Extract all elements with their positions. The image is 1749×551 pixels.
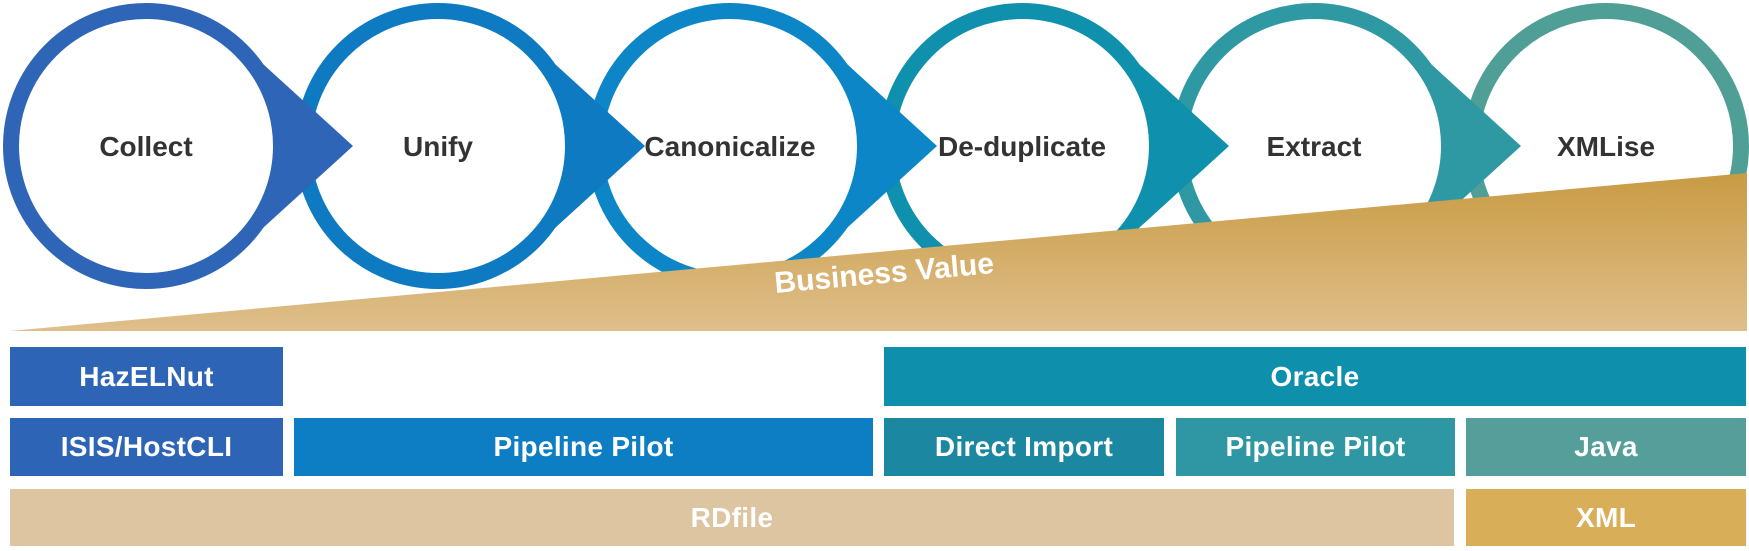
business-value-wedge <box>10 173 1747 331</box>
pipeline-stages-graphic: Collect Unify Canonicalize De-duplicate Extr… <box>3 3 1749 331</box>
layer-bar-row2-0: ISIS/HostCLI <box>10 418 283 476</box>
stage-label-3: De-duplicate <box>938 131 1106 162</box>
stage-arrow-icon-2 <box>825 44 937 248</box>
layer-bar-row2-2: Direct Import <box>884 418 1164 476</box>
stage-label-0: Collect <box>99 131 192 162</box>
stage-arrow-icon-1 <box>533 44 645 248</box>
layer-bar-row1-0: HazELNut <box>10 347 283 406</box>
stage-label-1: Unify <box>403 131 473 162</box>
layer-bar-row2-3: Pipeline Pilot <box>1176 418 1455 476</box>
stage-arrow-icon-3 <box>1117 44 1229 248</box>
layer-bar-row1-1: Oracle <box>884 347 1746 406</box>
stage-arrow-icon-0 <box>241 44 353 248</box>
layer-bar-row2-4: Java <box>1466 418 1746 476</box>
stage-label-5: XMLise <box>1557 131 1655 162</box>
stage-label-2: Canonicalize <box>644 131 815 162</box>
layer-bar-row3-1: XML <box>1466 489 1746 546</box>
layer-bar-row2-1: Pipeline Pilot <box>294 418 873 476</box>
layer-bar-row3-0: RDfile <box>10 489 1454 546</box>
stage-label-4: Extract <box>1267 131 1362 162</box>
stage-arrow-icon-4 <box>1409 44 1521 248</box>
